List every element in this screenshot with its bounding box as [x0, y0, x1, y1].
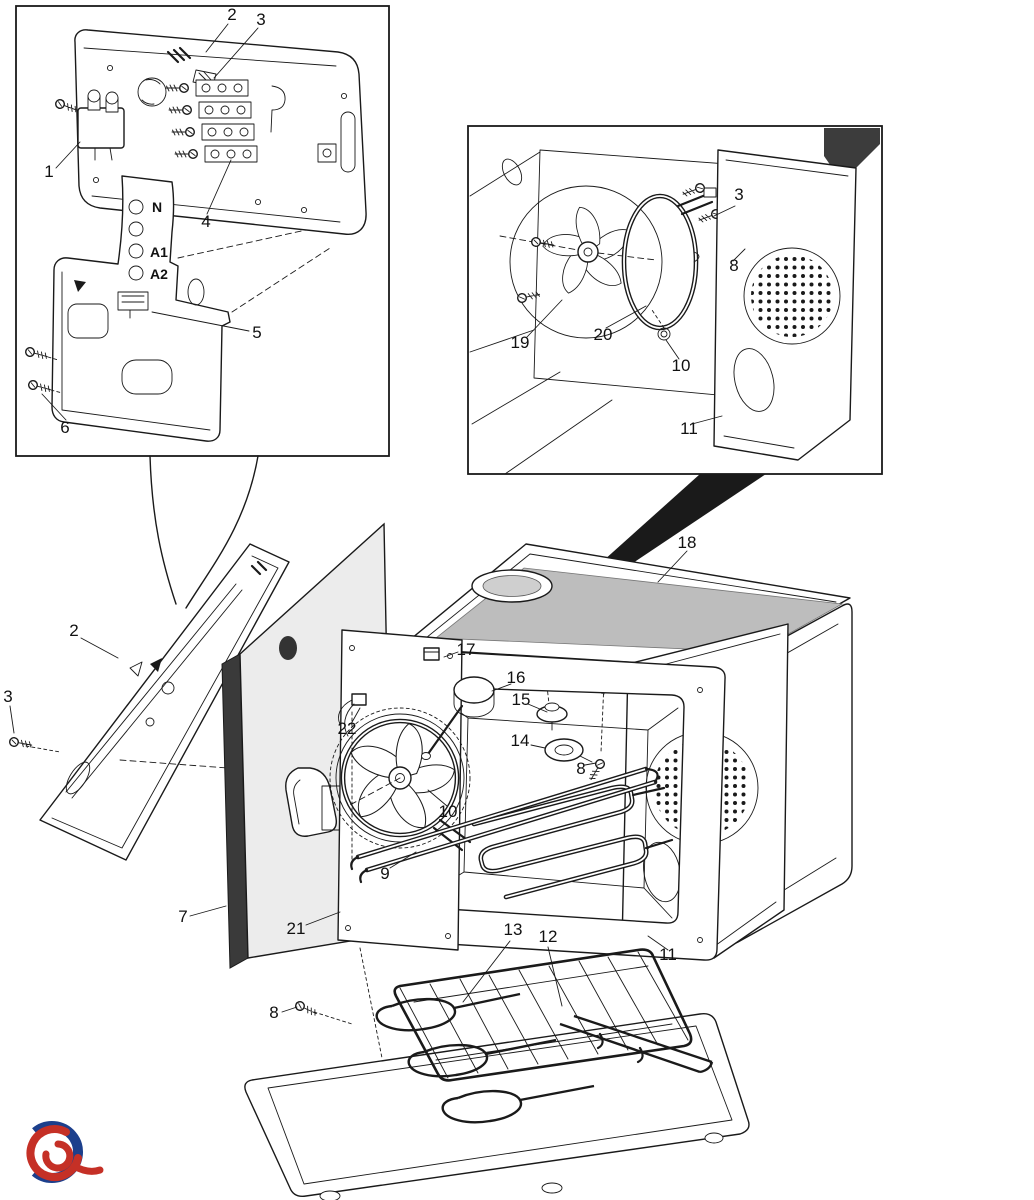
shelf-rack-assembly — [244, 947, 750, 1200]
insulation-hole — [279, 636, 297, 660]
callout-20: 20 — [594, 325, 613, 344]
callout-21: 21 — [287, 919, 306, 938]
inset1-connector-curve-a — [149, 455, 177, 605]
callout-6: 6 — [60, 418, 69, 437]
callout-5: 5 — [252, 323, 261, 342]
inset-fan-detail — [467, 125, 883, 475]
base-tray — [244, 1012, 750, 1198]
terminal-label-a2: A2 — [150, 266, 168, 282]
callout-10-main: 10 — [439, 802, 458, 821]
callout-8-bottom: 8 — [269, 1003, 278, 1022]
callout-18: 18 — [678, 533, 697, 552]
callout-1: 1 — [44, 162, 53, 181]
callout-13: 13 — [504, 920, 523, 939]
rear-panel-11-inset — [713, 149, 857, 461]
callout-2-inset1: 2 — [227, 5, 236, 24]
inset1-leader-lines — [41, 23, 259, 421]
terminal-blocks — [165, 79, 258, 163]
callout-11-inset2: 11 — [680, 419, 698, 438]
spacer-10 — [651, 309, 671, 341]
inset2-leader-lines — [526, 205, 746, 425]
callout-16: 16 — [507, 668, 526, 687]
callout-15: 15 — [512, 690, 531, 709]
callout-9: 9 — [380, 864, 389, 883]
screw-8-main — [586, 757, 607, 783]
wire-shelf-13 — [393, 948, 693, 1082]
broil-rods-9 — [350, 766, 659, 884]
fan-shroud-circle — [509, 185, 663, 339]
callout-11-main: 11 — [659, 945, 677, 964]
terminal-label-a1: A1 — [150, 244, 168, 260]
callout-labels: 2 3 1 4 5 6 N A1 A2 3 8 19 20 10 11 18 2… — [3, 5, 743, 1022]
main-leader-lines — [9, 550, 688, 1013]
callout-2-main: 2 — [69, 621, 78, 640]
gasket-14 — [544, 738, 593, 763]
bake-element-zigzag — [471, 784, 674, 900]
fan-19 — [541, 206, 629, 295]
callout-19: 19 — [511, 333, 530, 352]
callout-4: 4 — [201, 212, 210, 231]
callout-7: 7 — [178, 907, 187, 926]
side-racks-12 — [375, 992, 714, 1124]
callout-17: 17 — [457, 640, 476, 659]
inset1-connector-curve-b — [185, 455, 259, 609]
callout-3-inset1: 3 — [256, 10, 265, 29]
callout-14: 14 — [511, 731, 530, 750]
motor-16 — [421, 676, 495, 760]
ring-element-20 — [621, 187, 717, 331]
inset-terminal-detail — [15, 5, 390, 457]
callout-8-main: 8 — [576, 759, 585, 778]
terminal-cover-bracket — [51, 175, 231, 442]
logo-red-swirl — [26, 1125, 82, 1182]
terminal-label-n: N — [152, 199, 162, 215]
thermostat-switch — [53, 89, 125, 161]
callout-10-inset2: 10 — [672, 356, 691, 375]
callout-3-main: 3 — [3, 687, 12, 706]
callout-3-inset2: 3 — [734, 185, 743, 204]
grommet-15 — [536, 702, 568, 731]
connector-22 — [338, 693, 367, 737]
main-exploded-view — [8, 522, 853, 1200]
callout-8-inset2: 8 — [729, 256, 738, 275]
fixing-screws-6 — [24, 346, 63, 395]
callout-12: 12 — [539, 927, 558, 946]
brand-logo — [18, 1118, 104, 1186]
clip-17 — [423, 647, 440, 661]
screw-3-main — [8, 736, 34, 751]
screw-8-bottom — [293, 999, 319, 1019]
perforation-dots — [751, 255, 833, 337]
callout-22: 22 — [338, 719, 357, 738]
clip-part-5 — [117, 291, 149, 319]
